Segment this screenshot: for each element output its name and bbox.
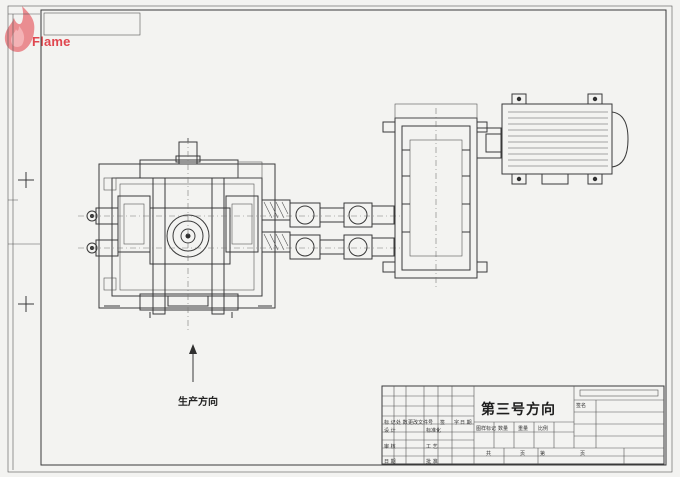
title-block	[381, 385, 665, 465]
tb-qty: 数量	[498, 426, 509, 432]
tb-review: 审 核	[384, 444, 396, 450]
tb-date-head: 日 期	[460, 420, 472, 426]
tb-sign: 签	[440, 420, 446, 426]
tb-pages-b: 页	[580, 451, 586, 457]
tb-total: 共	[486, 451, 492, 457]
flame-logo-icon	[4, 6, 35, 52]
filing-strip	[8, 13, 40, 470]
tb-mark: 标 记	[384, 420, 396, 426]
tb-char: 字	[454, 420, 460, 426]
tb-approve: 批 准	[426, 459, 438, 465]
reg-mark-bottom	[18, 296, 34, 312]
inner-frame	[40, 9, 667, 466]
logo-text: Flame	[32, 34, 71, 49]
mill-stand	[86, 138, 291, 318]
tb-count: 处 数	[396, 420, 408, 426]
tb-weight: 重量	[518, 426, 529, 432]
production-direction-label: 生产方向	[178, 397, 218, 408]
tb-standard: 标准化	[426, 428, 442, 434]
tb-nth: 第	[540, 451, 546, 457]
tb-process: 工 艺	[426, 444, 438, 450]
outer-border	[7, 5, 673, 473]
reg-mark-top	[18, 172, 34, 188]
tb-design: 设 计	[384, 428, 396, 434]
tb-change-doc: 更改文件号	[408, 420, 434, 426]
production-direction-arrow	[189, 344, 197, 382]
code-box	[43, 12, 141, 36]
spindle-couplings	[289, 202, 395, 260]
tb-scale: 比例	[538, 426, 549, 432]
gear-box	[382, 103, 503, 290]
tb-pages-a: 页	[520, 451, 526, 457]
motor	[501, 93, 629, 185]
tb-signature: 签名	[576, 403, 587, 409]
tb-drawing-mark: 图样标记	[476, 426, 497, 432]
tb-date: 日 期	[384, 459, 396, 465]
view-title: 第三号方向	[481, 402, 556, 418]
